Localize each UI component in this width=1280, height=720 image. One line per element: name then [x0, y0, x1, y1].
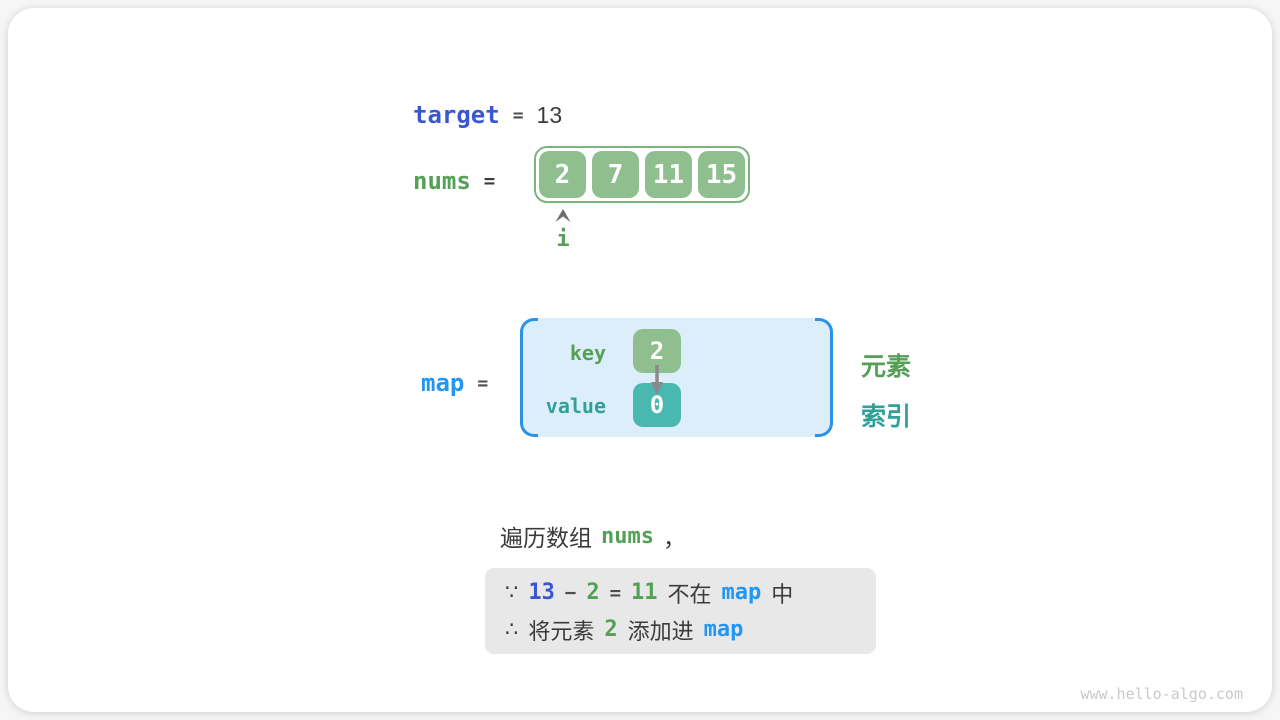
- watermark: www.hello-algo.com: [1080, 685, 1243, 703]
- proof-add-text: 将元素: [528, 618, 595, 644]
- index-pointer-label: i: [556, 227, 570, 252]
- caption-suffix: ，: [662, 525, 686, 551]
- array-cell: 15: [698, 151, 745, 198]
- nums-keyword: nums: [413, 167, 471, 195]
- caption-prefix: 遍历数组: [500, 525, 592, 551]
- therefore-symbol: ∴: [505, 618, 519, 641]
- arrow-down-icon: [651, 365, 663, 395]
- left-bracket: [520, 318, 538, 437]
- proof-line-2: ∴ 将元素 2 添加进 map: [505, 611, 876, 648]
- nums-array: 2 7 11 15: [534, 146, 750, 203]
- map-container: key value 2 0: [520, 318, 833, 437]
- map-key-label: key: [569, 341, 606, 365]
- array-cell: 2: [539, 151, 586, 198]
- map-keyword: map: [421, 369, 465, 397]
- element-side-label: 元素: [861, 353, 912, 381]
- proof-target-value: 13: [528, 580, 555, 605]
- proof-line-1: ∵ 13 − 2 = 11 不在 map 中: [505, 574, 876, 611]
- array-cell: 7: [592, 151, 639, 198]
- map-value-label: value: [545, 394, 606, 418]
- figure-card: target = 13 nums = 2 7 11 15 i map =: [8, 8, 1272, 712]
- right-bracket: [815, 318, 833, 437]
- map-expression: map =: [421, 369, 488, 397]
- target-keyword: target: [413, 101, 500, 129]
- index-side-label: 索引: [861, 403, 912, 431]
- map-equals-sign: =: [477, 372, 489, 394]
- proof-equals-sign: =: [609, 581, 622, 604]
- index-pointer: i: [549, 209, 577, 252]
- proof-not-in-text: 不在: [667, 581, 712, 607]
- because-symbol: ∵: [505, 581, 519, 604]
- proof-in-text: 中: [771, 581, 794, 607]
- caret-up-icon: [555, 209, 571, 222]
- proof-element-value: 2: [586, 580, 600, 605]
- target-equals-sign: =: [512, 104, 524, 126]
- proof-result-value: 11: [631, 580, 658, 605]
- nums-equals-sign: =: [483, 170, 496, 192]
- nums-expression: nums =: [413, 167, 495, 195]
- target-expression: target = 13: [413, 101, 562, 129]
- proof-map-keyword: map: [721, 580, 762, 605]
- target-value: 13: [536, 101, 563, 128]
- proof-into-text: 添加进: [627, 618, 694, 644]
- proof-map-keyword-2: map: [703, 617, 744, 642]
- caption-line: 遍历数组 nums ，: [500, 519, 686, 553]
- minus-sign: −: [564, 581, 577, 604]
- proof-added-element: 2: [604, 617, 618, 642]
- caption-nums-keyword: nums: [601, 523, 654, 549]
- array-cell: 11: [645, 151, 692, 198]
- proof-box: ∵ 13 − 2 = 11 不在 map 中 ∴ 将元素 2 添加进 map: [485, 568, 876, 654]
